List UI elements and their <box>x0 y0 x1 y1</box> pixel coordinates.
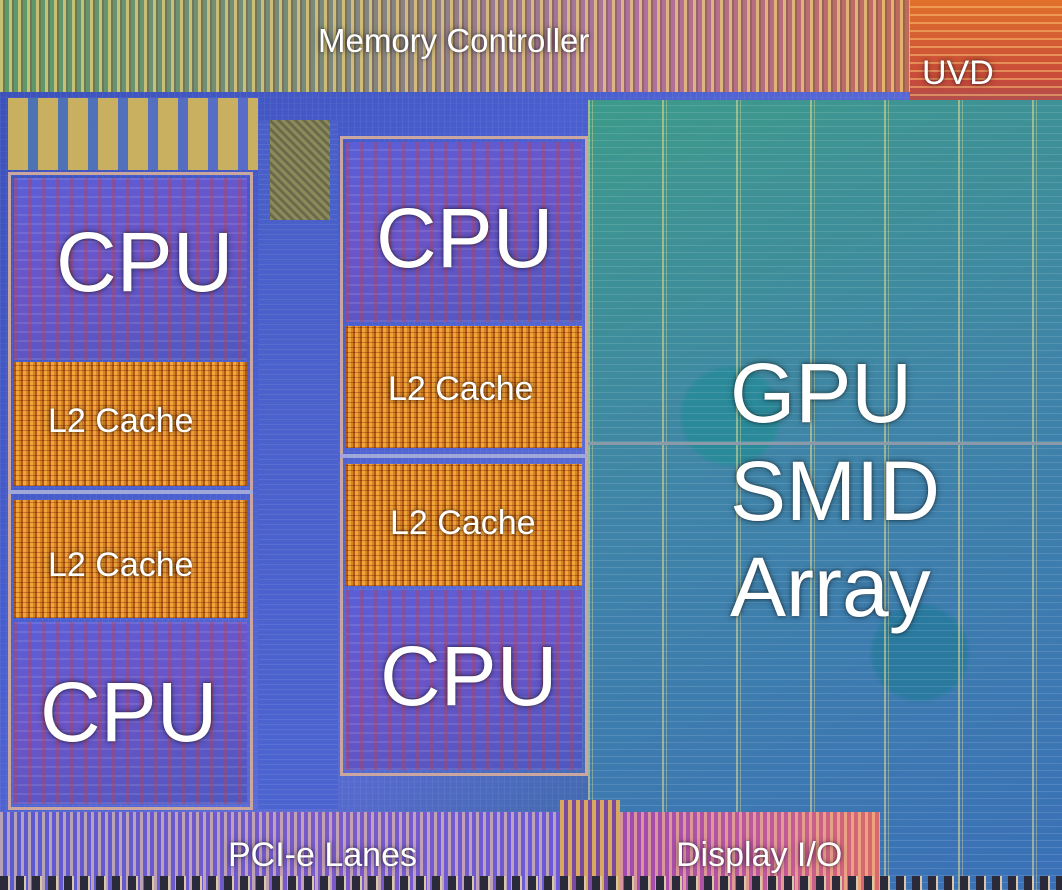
cpu-label-bottom-left: CPU <box>40 665 218 759</box>
l2-cache-label-left-upper: L2 Cache <box>48 402 194 440</box>
gpu-label-line-1: GPU <box>730 346 913 440</box>
cpu-label-top-center: CPU <box>376 191 554 285</box>
l2-cache-center-lower <box>346 464 582 586</box>
logic-block-olive <box>270 120 330 220</box>
gpu-label-line-3: Array <box>730 540 931 634</box>
display-io-label: Display I/O <box>676 836 843 874</box>
l2-cache-label-left-lower: L2 Cache <box>48 546 194 584</box>
pll-block <box>560 800 620 890</box>
uncore-row <box>8 98 258 170</box>
uvd-label: UVD <box>922 54 994 92</box>
pcie-lanes-label: PCI-e Lanes <box>228 836 417 874</box>
l2-cache-center-upper <box>346 326 582 448</box>
cpu-label-top-left: CPU <box>56 215 234 309</box>
left-module-divider <box>8 490 253 494</box>
cpu-label-bottom-center: CPU <box>380 629 558 723</box>
l2-cache-label-center-upper: L2 Cache <box>388 370 534 408</box>
cpu-core-bottom-center <box>346 590 582 770</box>
interconnect-column <box>258 120 338 810</box>
gpu-simd-array <box>588 100 1062 890</box>
cpu-core-top-left <box>14 178 247 360</box>
io-pads-row <box>0 876 1062 890</box>
memory-controller-block <box>0 0 910 92</box>
gpu-divider <box>588 442 1062 445</box>
cpu-core-top-center <box>346 142 582 322</box>
l2-cache-left-upper <box>14 362 247 486</box>
gpu-label-line-2: SMID <box>730 444 940 538</box>
cpu-core-bottom-left <box>14 622 247 804</box>
center-module-divider <box>340 454 588 458</box>
l2-cache-left-lower <box>14 500 247 618</box>
l2-cache-label-center-lower: L2 Cache <box>390 504 536 542</box>
memory-controller-label: Memory Controller <box>318 22 590 59</box>
